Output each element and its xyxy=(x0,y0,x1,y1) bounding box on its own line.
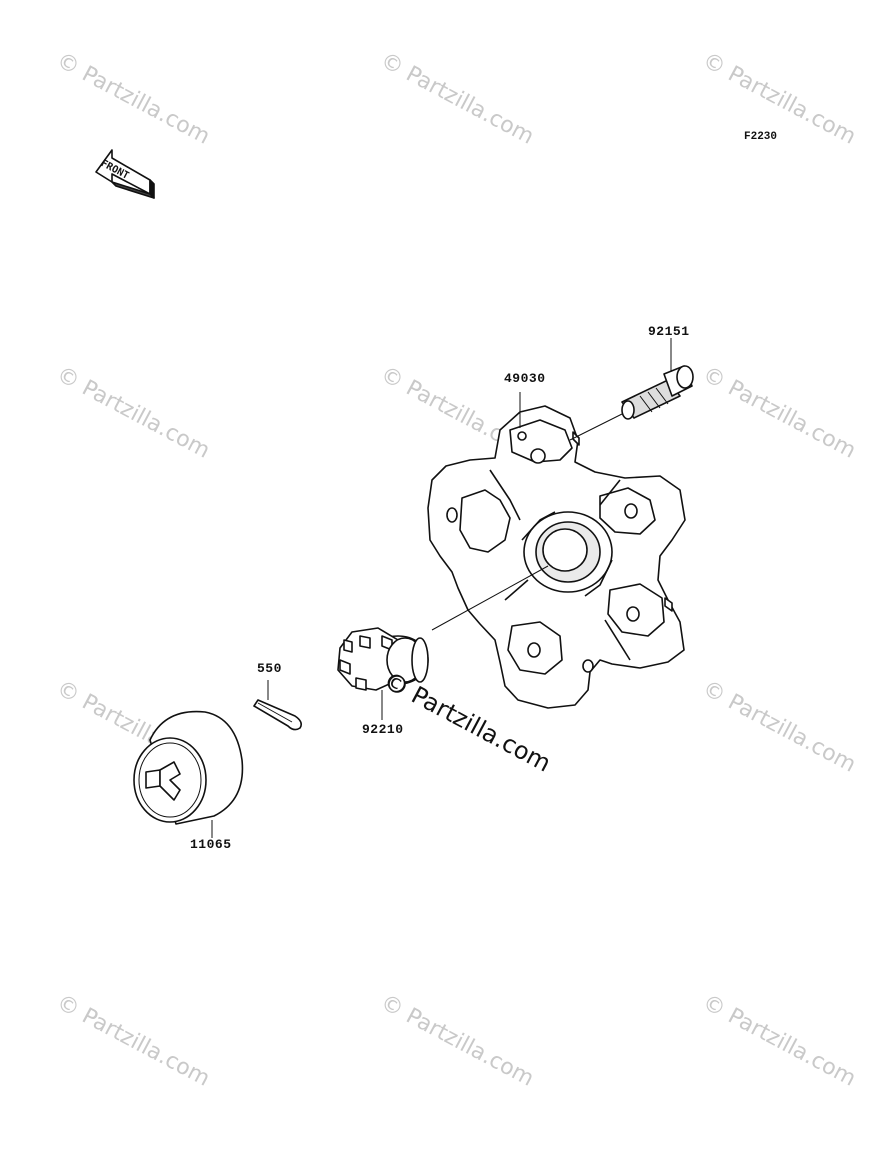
part-number-92151[interactable]: 92151 xyxy=(648,324,690,339)
part-number-550[interactable]: 550 xyxy=(257,661,282,676)
diagram-code: F2230 xyxy=(744,131,778,143)
hub-stud xyxy=(621,365,694,420)
front-arrow-icon xyxy=(95,149,155,199)
part-number-49030[interactable]: 49030 xyxy=(504,371,546,386)
castle-nut xyxy=(337,627,429,691)
watermark-copyright-icon xyxy=(388,675,406,693)
hub-cap xyxy=(133,710,244,825)
part-number-11065[interactable]: 11065 xyxy=(190,837,232,852)
cotter-pin xyxy=(253,699,302,731)
part-number-92210[interactable]: 92210 xyxy=(362,722,404,737)
hub-assembly xyxy=(427,405,686,709)
